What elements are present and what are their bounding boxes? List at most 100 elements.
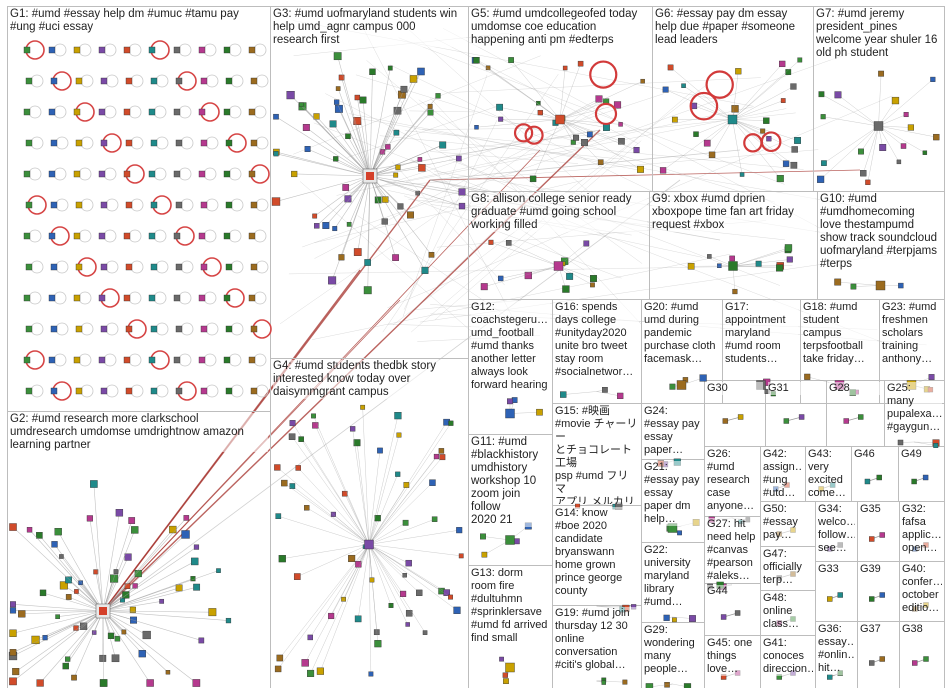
inter-group-edge — [347, 105, 499, 158]
node — [431, 516, 438, 522]
edge — [307, 148, 371, 177]
edge — [325, 175, 371, 226]
node — [827, 674, 833, 680]
inter-group-edge — [379, 135, 623, 160]
grid-node — [23, 46, 31, 54]
node — [394, 412, 402, 420]
self-loop — [103, 167, 117, 181]
edge — [559, 104, 618, 120]
self-loop — [103, 43, 117, 57]
edge — [356, 120, 371, 177]
node — [26, 527, 33, 533]
grid-node — [123, 108, 131, 116]
edge — [596, 680, 625, 683]
edge — [348, 175, 371, 225]
group-nodes-g19 — [596, 677, 628, 685]
grid-node — [123, 232, 131, 240]
grid-node — [150, 263, 158, 271]
grid-node — [225, 77, 233, 85]
node — [417, 67, 425, 76]
edge — [341, 77, 371, 177]
node — [198, 637, 205, 644]
center-node — [875, 280, 886, 291]
self-loop — [55, 136, 69, 150]
node — [633, 147, 640, 154]
node — [790, 83, 797, 90]
grid-node — [150, 77, 158, 85]
edge — [57, 531, 104, 612]
inter-group-edge — [407, 28, 608, 209]
group-nodes-g4 — [274, 404, 464, 677]
node — [276, 654, 284, 662]
node — [879, 532, 885, 538]
node — [933, 442, 939, 448]
grid-node — [148, 356, 156, 364]
node — [508, 57, 514, 63]
grid-node — [48, 294, 56, 302]
node — [879, 144, 887, 151]
edge — [683, 85, 733, 120]
group-label-g18: G18: #umd student campus terpsfootball t… — [803, 301, 877, 366]
grid-node — [100, 201, 108, 209]
edge — [820, 125, 879, 180]
node — [281, 479, 288, 487]
edge — [21, 610, 104, 615]
edge — [65, 610, 104, 667]
node — [193, 544, 200, 550]
center-node — [727, 114, 738, 125]
grid-node — [250, 263, 258, 271]
node — [818, 91, 825, 98]
grid-node — [25, 77, 33, 85]
self-loop — [255, 74, 269, 88]
node — [342, 184, 350, 191]
grid-node — [223, 356, 231, 364]
hub-node-mark — [99, 607, 107, 615]
grid-node — [175, 263, 183, 271]
group-nodes-g38 — [912, 656, 929, 666]
edge — [102, 517, 187, 612]
group-label-g43: G43: very excited come… — [808, 448, 849, 500]
grid-node — [98, 108, 106, 116]
self-loop — [78, 353, 92, 367]
edge — [649, 683, 673, 688]
edge — [357, 544, 370, 619]
grid-node — [98, 46, 106, 54]
node — [363, 286, 372, 295]
inter-group-edge — [391, 161, 505, 286]
node — [273, 151, 279, 157]
inter-group-edge — [388, 324, 480, 328]
grid-node — [100, 387, 108, 395]
edge — [732, 119, 743, 175]
group-border — [760, 590, 816, 636]
edge — [913, 441, 937, 444]
edge — [368, 522, 406, 545]
group-label-g8: G8: allison college senior ready graduat… — [471, 193, 647, 232]
node — [428, 251, 435, 258]
node — [779, 60, 786, 68]
edge — [369, 112, 431, 177]
self-loop — [255, 260, 269, 274]
edge — [102, 556, 129, 612]
grid-node — [175, 201, 183, 209]
group-label-g29: G29: wondering many people… — [644, 624, 702, 676]
node — [400, 590, 407, 597]
group-label-g3: G3: #umd uofmaryland students win help u… — [273, 8, 466, 47]
node — [505, 240, 512, 246]
grid-node — [223, 108, 231, 116]
group-label-g36: G36: essay… #onlin… hit… — [818, 623, 855, 675]
node — [456, 155, 462, 162]
group-label-g41: G41: conoces direccion… — [763, 637, 813, 676]
group-nodes-g25 — [897, 439, 940, 448]
group-g50 — [760, 501, 816, 547]
node — [879, 656, 885, 662]
edge — [102, 534, 186, 612]
self-loop — [230, 198, 244, 212]
edge — [279, 544, 370, 659]
grid-node — [200, 139, 208, 147]
grid-node — [75, 201, 83, 209]
node — [573, 134, 579, 141]
edge — [476, 119, 561, 128]
node — [107, 632, 115, 640]
node — [843, 418, 849, 424]
group-label-g6: G6: #essay pay dm essay help due #paper … — [655, 8, 811, 47]
